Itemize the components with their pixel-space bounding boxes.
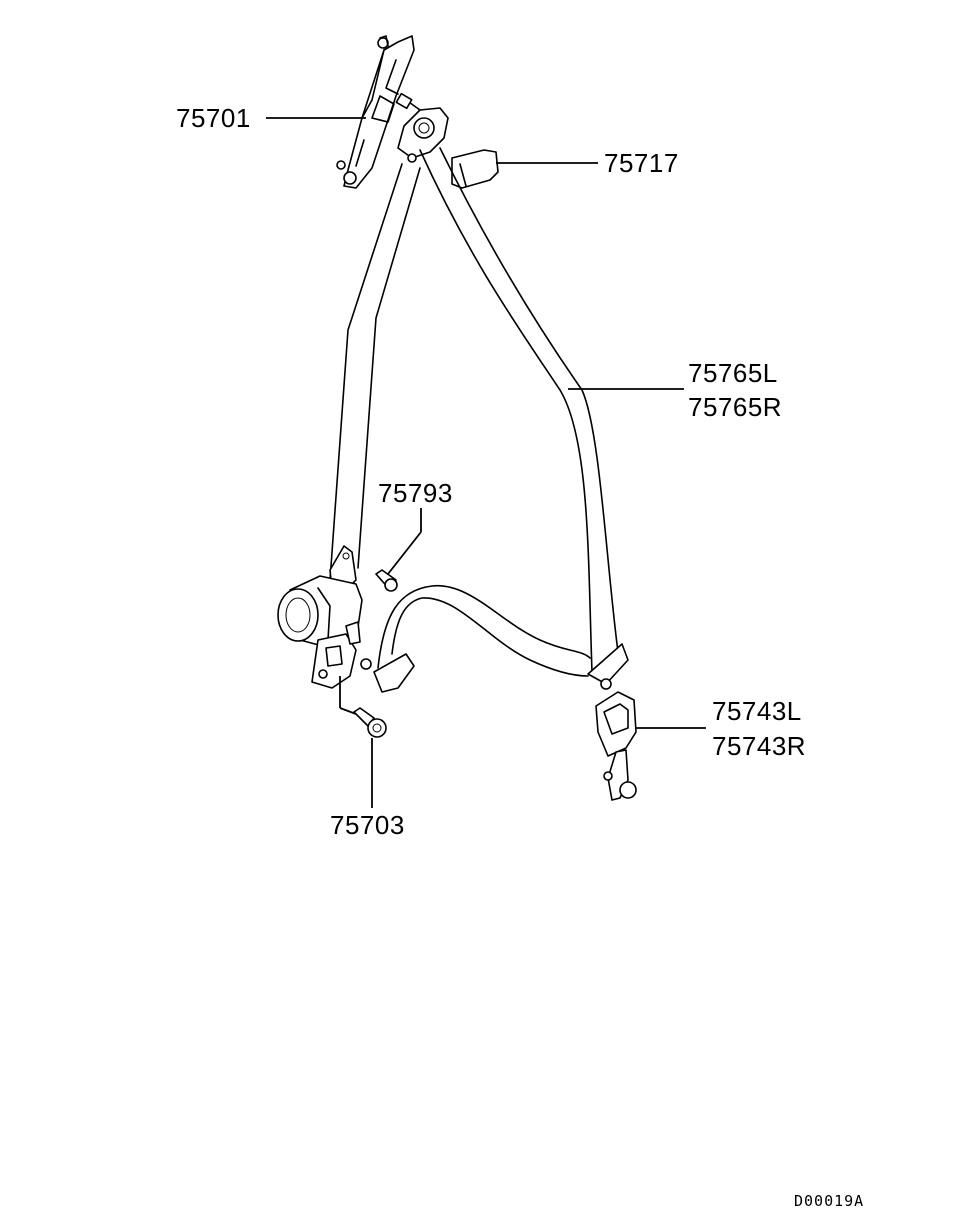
part-number-75743L: 75743L <box>712 696 802 726</box>
part-number-75765R: 75765R <box>688 392 783 422</box>
part-number-75765L: 75765L <box>688 358 778 388</box>
d-ring-shoulder-anchor <box>395 92 449 163</box>
webbing-diagonal-strap <box>419 147 629 690</box>
part-number-75701: 75701 <box>176 103 251 133</box>
upper-anchor-bracket <box>336 35 415 189</box>
leader-lines <box>266 117 706 808</box>
belt-guide <box>451 149 499 189</box>
buckle-assembly <box>595 691 637 801</box>
part-number-75703: 75703 <box>330 810 405 840</box>
leader-75793-diagonal <box>387 531 422 575</box>
part-number-75793: 75793 <box>378 478 453 508</box>
diagram-code: D00019A <box>794 1192 865 1210</box>
leader-retractor-bolt-diag <box>339 707 357 715</box>
part-number-75743R: 75743R <box>712 731 807 761</box>
webbing-vertical-strap <box>329 163 421 581</box>
part-number-75717: 75717 <box>604 148 679 178</box>
bolt-75793 <box>375 569 398 592</box>
webbing-lap-loop <box>360 585 591 693</box>
bolt-75703 <box>353 707 387 738</box>
retractor-assembly <box>277 545 363 689</box>
